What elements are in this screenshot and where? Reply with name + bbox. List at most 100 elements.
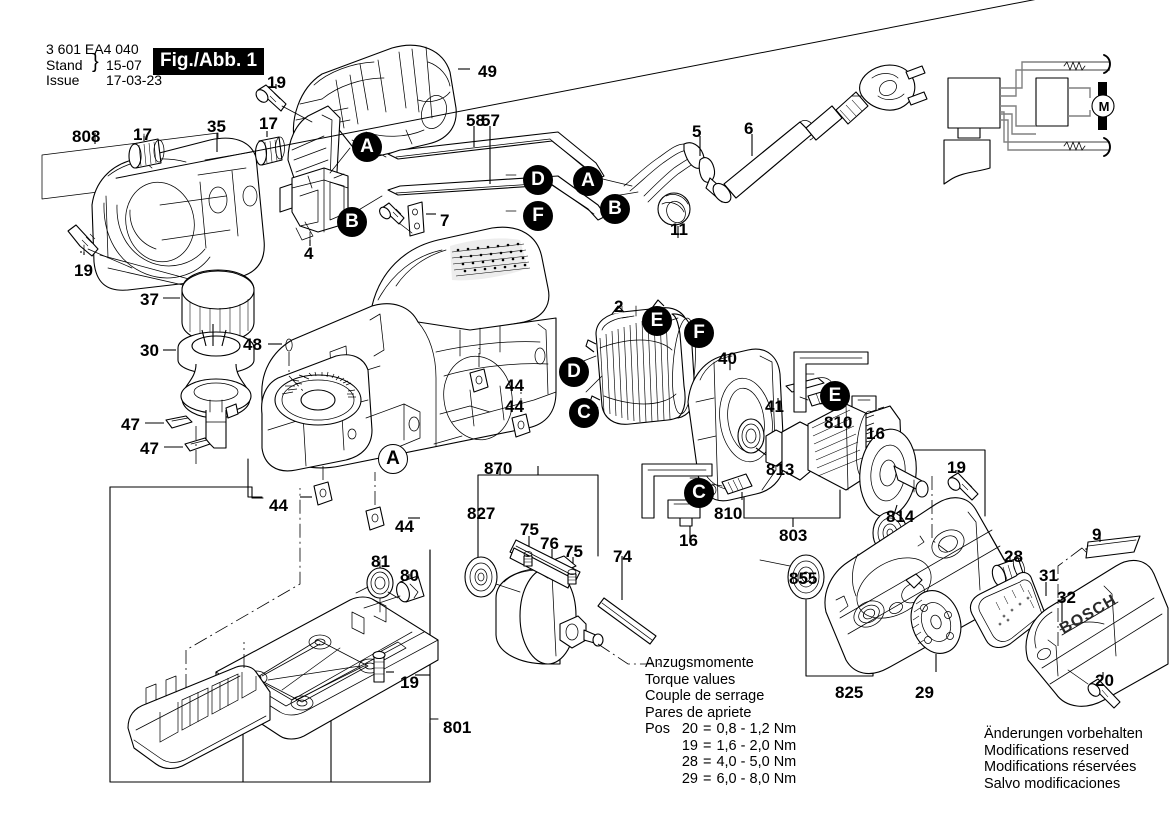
part-label-44c: 44 <box>505 376 524 395</box>
torque-line-2: Couple de serrage <box>645 688 765 704</box>
part-clip-48 <box>285 338 293 352</box>
torque-note: Anzugsmomente Torque values Couple de se… <box>645 655 796 787</box>
group-frame-870 <box>477 466 599 515</box>
torque-pos-label: Pos <box>645 721 670 737</box>
part-bearing-813 <box>737 418 765 454</box>
part-label-29: 29 <box>915 683 934 702</box>
part-label-28: 28 <box>1004 547 1023 566</box>
part-block-7 <box>407 201 425 237</box>
part-label-870: 870 <box>484 459 513 478</box>
part-number: 3 601 EA4 040 <box>46 41 139 57</box>
part-label-19d: 19 <box>400 673 419 692</box>
part-label-19b: 19 <box>74 261 93 280</box>
part-label-30: 30 <box>140 341 159 360</box>
part-label-827: 827 <box>467 504 496 523</box>
motor-symbol: M <box>1098 98 1110 114</box>
torque-pos-1: 19 <box>681 737 698 754</box>
part-label-37: 37 <box>140 290 159 309</box>
part-label-855: 855 <box>789 569 818 588</box>
callout-e-11: E <box>820 381 850 411</box>
modifications-line-3: Salvo modificaciones <box>984 775 1121 792</box>
part-belt-cover-housing-35 <box>91 137 265 291</box>
coil-bottom <box>1063 141 1086 151</box>
part-label-16a: 16 <box>866 424 885 443</box>
part-key-47a <box>165 415 193 429</box>
torque-line-0: Anzugsmomente <box>645 655 754 671</box>
part-label-81: 81 <box>371 552 390 571</box>
part-label-74: 74 <box>613 547 632 566</box>
torque-row-1: 19 = 1,6 - 2,0 Nm <box>645 738 796 755</box>
part-label-41: 41 <box>765 397 784 416</box>
brush-bottom <box>1103 137 1111 157</box>
part-label-6: 6 <box>744 119 754 138</box>
grip-texture <box>451 242 531 277</box>
dash-44 <box>322 462 376 505</box>
leader-814 <box>892 504 898 519</box>
torque-val-3: 6,0 - 8,0 Nm <box>716 770 797 787</box>
part-knob-80 <box>396 575 425 603</box>
part-label-16b: 16 <box>679 531 698 550</box>
bracket-44a <box>247 458 263 498</box>
part-screw-near-7 <box>379 202 405 225</box>
part-label-58: 58 <box>466 111 485 130</box>
part-key-47b <box>184 437 211 452</box>
wiring-schematic <box>943 54 1115 185</box>
part-label-4: 4 <box>304 244 314 263</box>
torque-row-0: Pos 20 = 0,8 - 1,2 Nm <box>645 721 796 738</box>
callout-f-7: F <box>684 318 714 348</box>
torque-eq-0: = <box>703 721 712 737</box>
dash-drum <box>597 643 660 665</box>
depth-scale-dial <box>274 371 362 426</box>
part-label-19a: 19 <box>267 73 286 92</box>
callout-d-8: D <box>559 357 589 387</box>
part-label-47b: 47 <box>140 439 159 458</box>
part-label-9: 9 <box>1092 525 1102 544</box>
callout-b-5: B <box>600 194 630 224</box>
part-bearing-855 <box>787 554 825 600</box>
part-label-75b: 75 <box>564 542 583 561</box>
leader-C2 <box>585 375 603 393</box>
part-bushing-17b <box>254 136 285 166</box>
part-drum-870 <box>495 539 604 665</box>
leader-screw19a <box>281 105 313 123</box>
part-label-17a: 17 <box>133 125 152 144</box>
torque-row-3: 29 = 6,0 - 8,0 Nm <box>645 771 796 788</box>
part-label-44b: 44 <box>395 517 414 536</box>
dash-48 <box>288 352 307 395</box>
part-pulley-29 <box>910 590 962 654</box>
part-belt-cover-32 <box>1025 559 1169 707</box>
part-nut-44a <box>313 481 333 506</box>
part-screw-19c <box>947 472 979 501</box>
part-label-44a: 44 <box>269 496 288 515</box>
part-screw-75b <box>567 569 577 585</box>
torque-pos-0: 20 <box>681 721 698 737</box>
callout-c-10: C <box>684 478 714 508</box>
part-knob-37 <box>181 269 255 343</box>
part-label-11: 11 <box>670 220 688 239</box>
part-fan-housing-40 <box>687 348 785 502</box>
callout-f-3: F <box>523 201 553 231</box>
part-label-17b: 17 <box>259 114 278 133</box>
part-label-19c: 19 <box>947 458 966 477</box>
callout-a-0: A <box>352 132 382 162</box>
modifications-line-0: Änderungen vorbehalten <box>984 726 1143 742</box>
part-armature-803 <box>765 403 929 518</box>
modifications-line-2: Modifications réservées <box>984 759 1137 775</box>
part-grommet-11 <box>657 192 691 226</box>
torque-pos-2: 28 <box>681 754 698 770</box>
bosch-logo-emboss <box>1061 601 1119 636</box>
torque-line-3: Pares de apriete <box>645 704 752 721</box>
part-label-47a: 47 <box>121 415 140 434</box>
part-label-808: 808 <box>72 127 101 146</box>
stand-date: 15-07 <box>106 58 1169 73</box>
callout-a-4: A <box>573 166 603 196</box>
leader-20 <box>1067 669 1089 685</box>
part-brush-810b <box>707 473 753 496</box>
leader-screw19b <box>87 248 133 269</box>
part-drive-belt-31 <box>969 571 1047 649</box>
part-label-810a: 810 <box>824 413 853 432</box>
part-label-44d: 44 <box>505 397 524 416</box>
part-bushing-17a <box>128 138 165 169</box>
issue-date: 17-03-23 <box>106 72 163 88</box>
